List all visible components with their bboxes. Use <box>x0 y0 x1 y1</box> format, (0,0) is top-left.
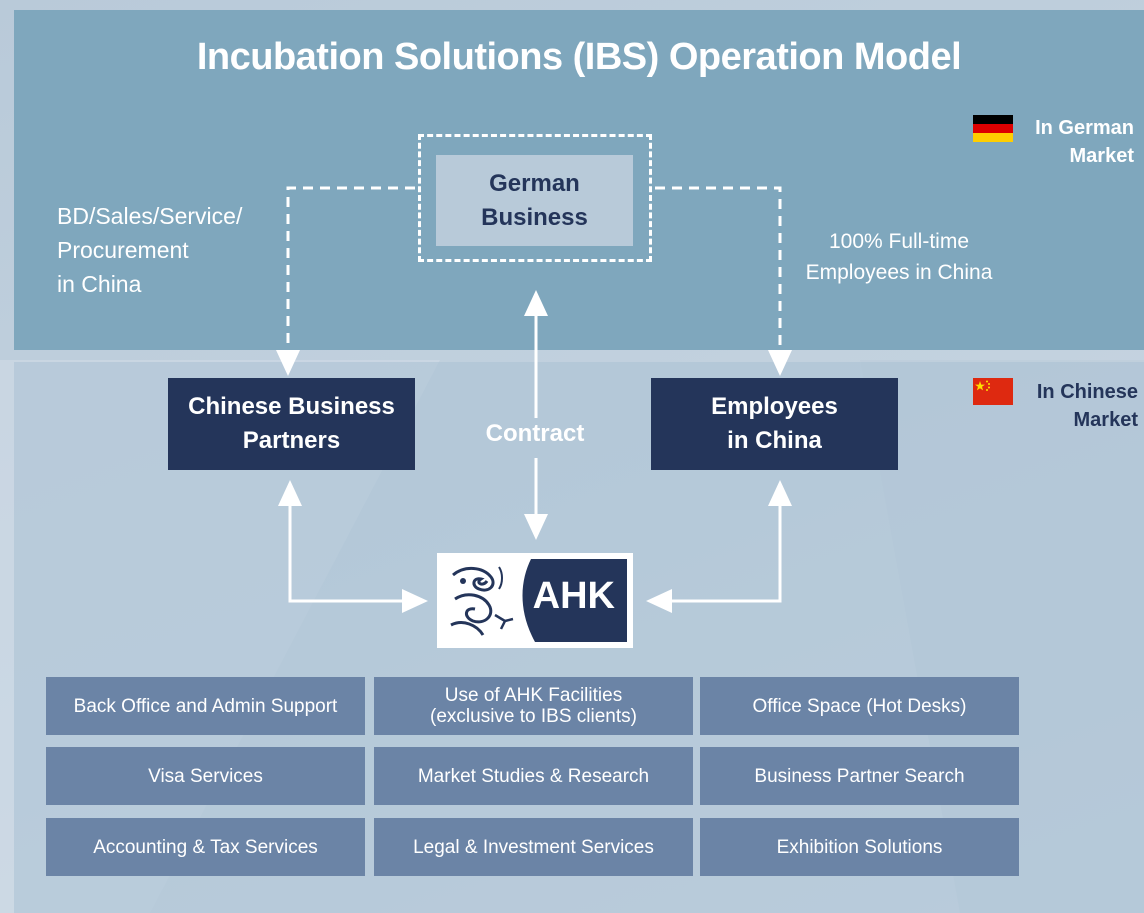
service-line: Back Office and Admin Support <box>73 695 338 717</box>
service-line: Visa Services <box>148 765 263 787</box>
employees-in-china-node: Employees in China <box>651 378 898 470</box>
right-note-line: Employees in China <box>805 261 993 284</box>
left-note: BD/Sales/Service/ Procurement in China <box>57 199 242 301</box>
diagram-title: Incubation Solutions (IBS) Operation Mod… <box>196 36 962 78</box>
service-ahk-facilities: Use of AHK Facilities (exclusive to IBS … <box>374 677 693 735</box>
chinese-partners-line: Partners <box>242 427 341 454</box>
german-market-label: In German Market <box>1016 114 1134 170</box>
ahk-logo-inner: AHK <box>443 559 627 642</box>
employees-line: in China <box>727 427 822 454</box>
german-market-label-line: In German <box>1035 117 1134 139</box>
employees-line: Employees <box>711 393 838 420</box>
service-accounting-tax: Accounting & Tax Services <box>46 818 365 876</box>
service-visa: Visa Services <box>46 747 365 805</box>
service-back-office: Back Office and Admin Support <box>46 677 365 735</box>
service-line: (exclusive to IBS clients) <box>430 706 637 727</box>
right-note: 100% Full-time Employees in China <box>794 226 1004 288</box>
german-business-line: German <box>489 169 580 197</box>
chinese-market-label: In Chinese Market <box>1006 378 1138 434</box>
left-note-line: Procurement <box>57 237 189 263</box>
service-partner-search: Business Partner Search <box>700 747 1019 805</box>
chinese-market-label-line: Market <box>1073 409 1138 431</box>
chinese-market-label-line: In Chinese <box>1036 381 1138 403</box>
service-line: Market Studies & Research <box>417 765 650 787</box>
service-office-space: Office Space (Hot Desks) <box>700 677 1019 735</box>
german-business-node: German Business <box>436 155 633 246</box>
left-note-line: BD/Sales/Service/ <box>57 203 243 229</box>
ahk-text: AHK <box>532 575 615 617</box>
service-line: Accounting & Tax Services <box>93 836 318 858</box>
service-exhibition: Exhibition Solutions <box>700 818 1019 876</box>
service-line: Use of AHK Facilities <box>444 685 623 706</box>
service-line: Exhibition Solutions <box>776 836 943 858</box>
service-line: Business Partner Search <box>754 765 965 787</box>
german-market-label-line: Market <box>1069 145 1134 167</box>
service-legal-investment: Legal & Investment Services <box>374 818 693 876</box>
contract-label: Contract <box>485 420 585 447</box>
chinese-business-partners-node: Chinese Business Partners <box>168 378 415 470</box>
german-business-line: Business <box>481 203 588 231</box>
germany-flag-icon <box>973 115 1013 142</box>
left-note-line: in China <box>57 271 142 297</box>
ahk-logo: AHK <box>437 553 633 648</box>
china-flag-icon <box>973 378 1013 405</box>
service-line: Legal & Investment Services <box>413 836 654 858</box>
dragon-emblem-icon <box>443 559 535 642</box>
service-line: Office Space (Hot Desks) <box>752 695 967 717</box>
german-business-dashed-frame <box>418 134 652 262</box>
service-market-studies: Market Studies & Research <box>374 747 693 805</box>
chinese-partners-line: Chinese Business <box>188 393 395 420</box>
right-note-line: 100% Full-time <box>828 230 970 253</box>
